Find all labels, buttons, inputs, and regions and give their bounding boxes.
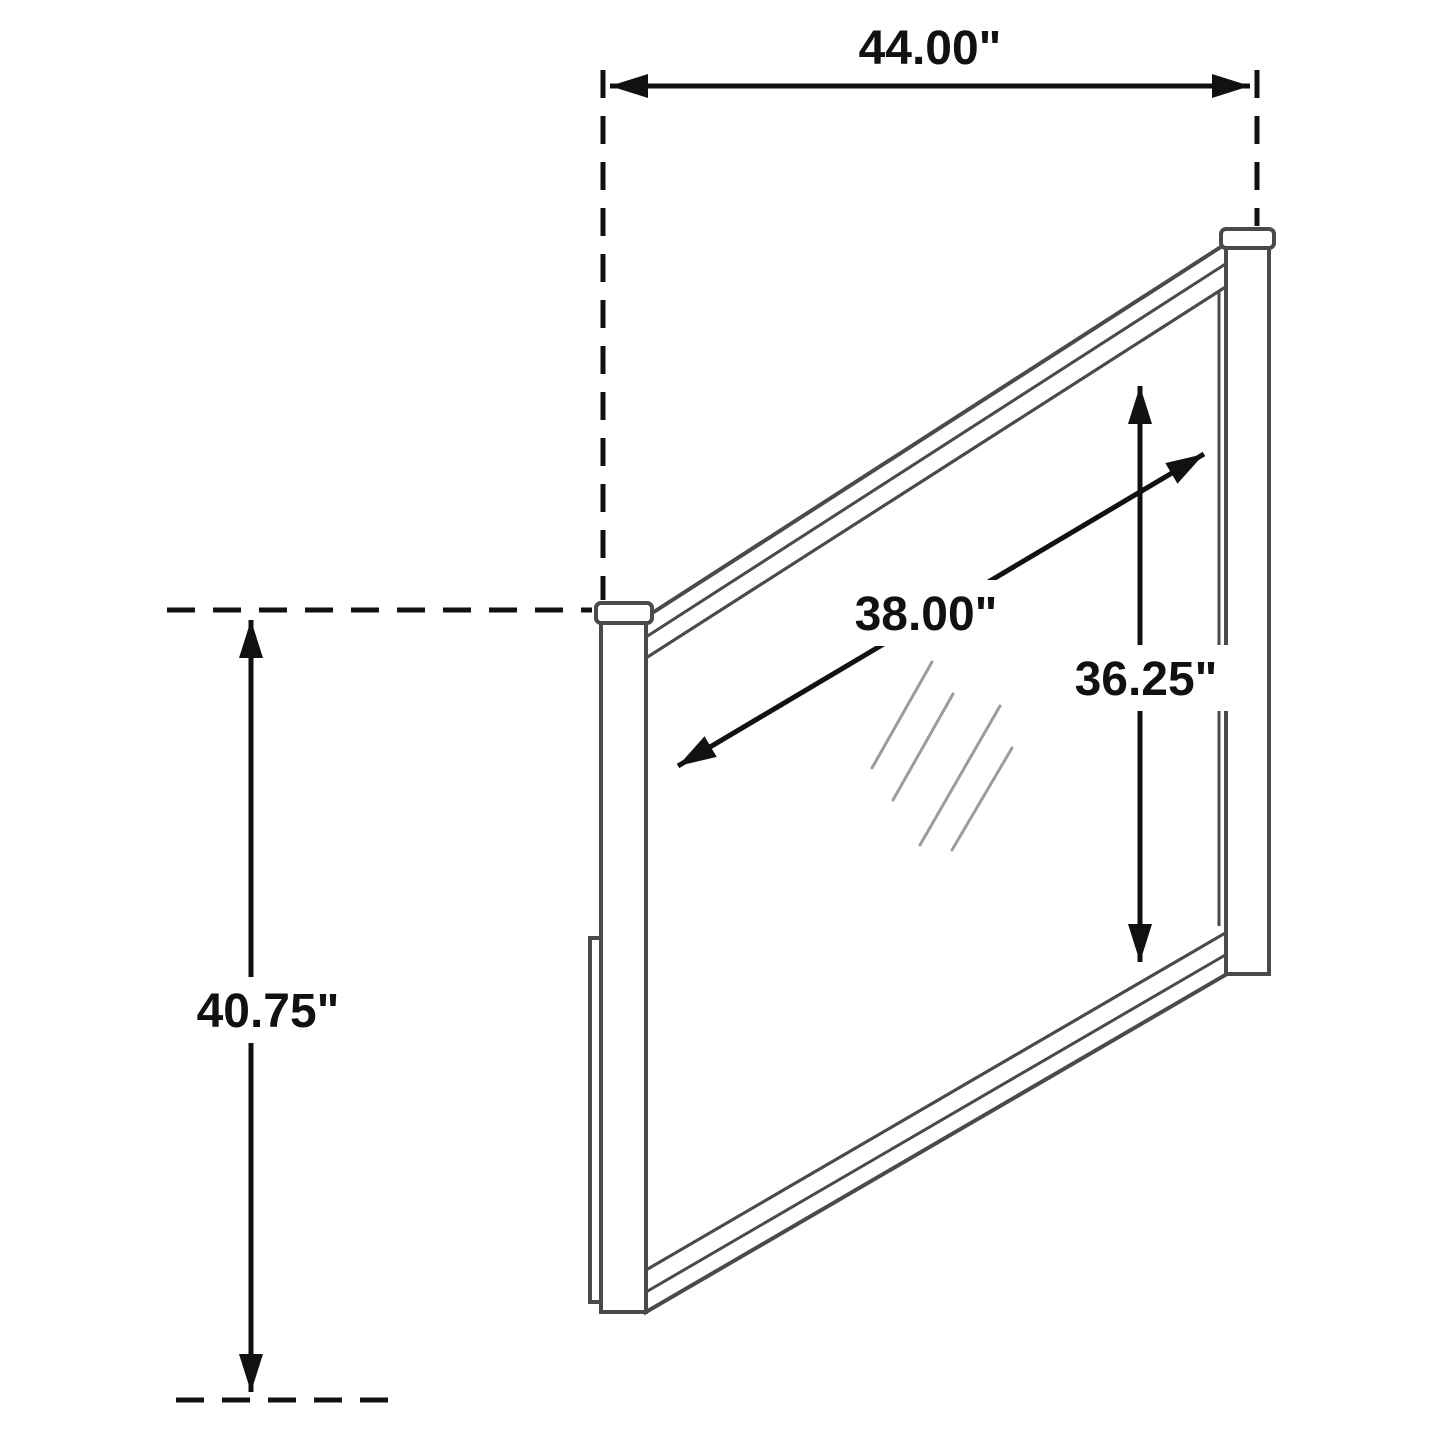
glass-width-label: 38.00" <box>855 588 998 641</box>
overall-height-label-halo <box>176 977 360 1043</box>
mirror-left-post-cap <box>594 601 654 625</box>
glass-height-label: 36.25" <box>1075 653 1218 706</box>
overall-width-dimension: 44.00" <box>610 22 1250 98</box>
glass-width-dimension: 38.00" <box>676 451 1206 769</box>
extension-lines <box>167 70 1260 1403</box>
glass-width-label-halo <box>826 580 1026 646</box>
overall-height-dimension: 40.75" <box>176 620 360 1392</box>
glass-height-dimension: 36.25" <box>1048 386 1244 962</box>
mirror-right-post-cap <box>1219 227 1276 250</box>
mirror <box>588 227 1276 1316</box>
mirror-right-post <box>1224 244 1271 976</box>
mirror-left-post <box>599 618 648 1314</box>
mirror-bottom-rail-molding-1 <box>645 952 1228 1294</box>
glass-height-label-halo <box>1048 645 1244 711</box>
overall-width-label: 44.00" <box>859 22 1002 75</box>
overall-height-label: 40.75" <box>197 985 340 1038</box>
